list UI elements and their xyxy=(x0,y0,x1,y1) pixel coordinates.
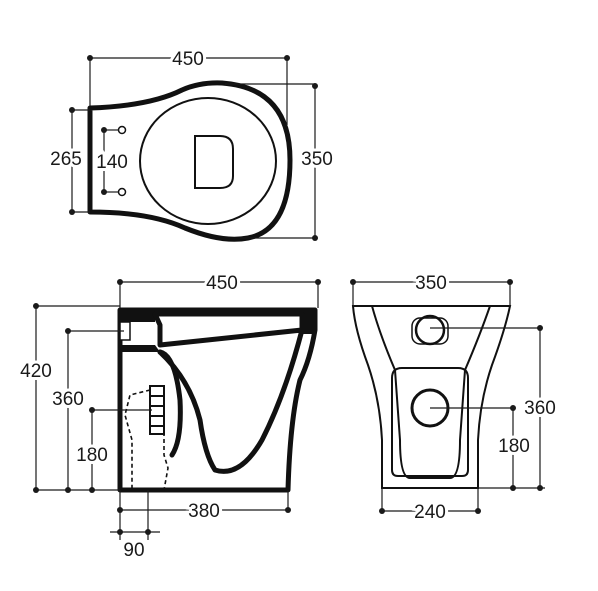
side-outlet-offset-label: 90 xyxy=(123,540,144,561)
front-width-label: 350 xyxy=(415,273,447,294)
side-height-label: 420 xyxy=(20,361,52,382)
side-view-floor-pipe xyxy=(124,389,169,491)
top-outer-fixing-label: 265 xyxy=(50,149,82,170)
front-base-width-label: 240 xyxy=(414,502,446,523)
front-outlet-height-label: 180 xyxy=(498,436,530,457)
fixing-hole-bottom xyxy=(117,187,127,197)
top-view-drain-opening xyxy=(194,135,234,189)
top-view-bowl-rim xyxy=(139,97,277,225)
side-base-length-label: 380 xyxy=(188,501,220,522)
side-width-label: 450 xyxy=(206,273,238,294)
front-view-trap xyxy=(391,367,469,477)
top-view-outline xyxy=(87,80,293,242)
side-outlet-height-label: 180 xyxy=(76,445,108,466)
top-view: 450 350 265 140 xyxy=(47,46,336,242)
side-inlet-height-label: 360 xyxy=(52,389,84,410)
front-view-inlet xyxy=(414,314,446,346)
side-view-body xyxy=(117,307,318,493)
side-view: 450 420 360 180 380 90 xyxy=(17,270,321,561)
fixing-hole-top xyxy=(117,125,127,135)
top-depth-label: 350 xyxy=(301,149,333,170)
front-inlet-height-label: 360 xyxy=(524,398,556,419)
top-width-label: 450 xyxy=(172,49,204,70)
front-view: 350 360 180 240 xyxy=(350,270,559,526)
side-view-bowl xyxy=(152,311,305,474)
top-inner-fixing-label: 140 xyxy=(96,152,128,173)
